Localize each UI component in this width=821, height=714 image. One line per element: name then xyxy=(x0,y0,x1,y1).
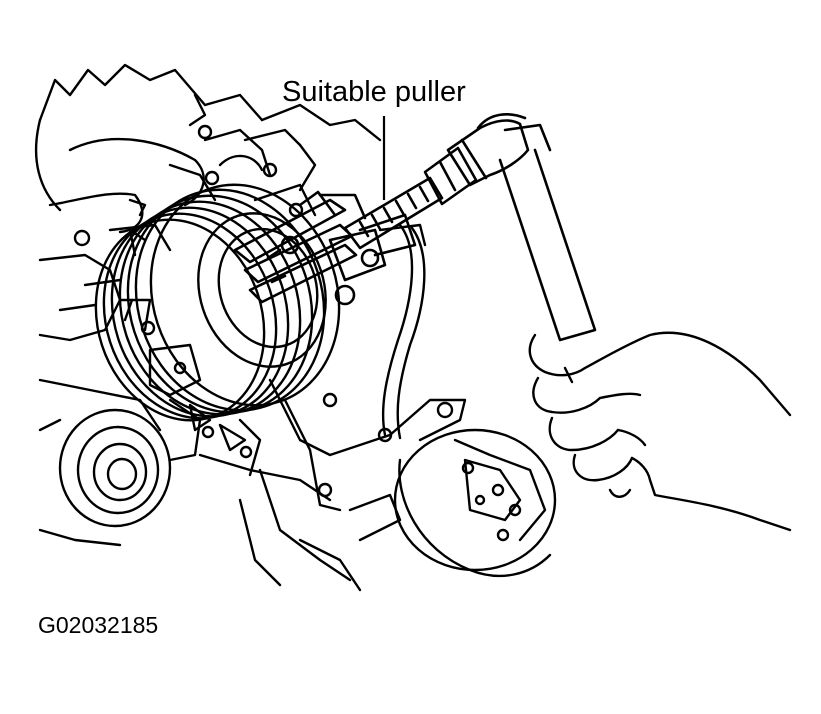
puller-tool xyxy=(235,148,476,304)
idler-pulley xyxy=(40,410,170,545)
figure-id: G02032185 xyxy=(38,612,159,638)
puller-callout-label: Suitable puller xyxy=(282,76,466,108)
crankshaft-pulley xyxy=(70,160,367,442)
pipe xyxy=(380,225,425,438)
hand xyxy=(530,333,790,530)
ratchet-wrench xyxy=(448,114,595,340)
alternator xyxy=(270,380,555,590)
